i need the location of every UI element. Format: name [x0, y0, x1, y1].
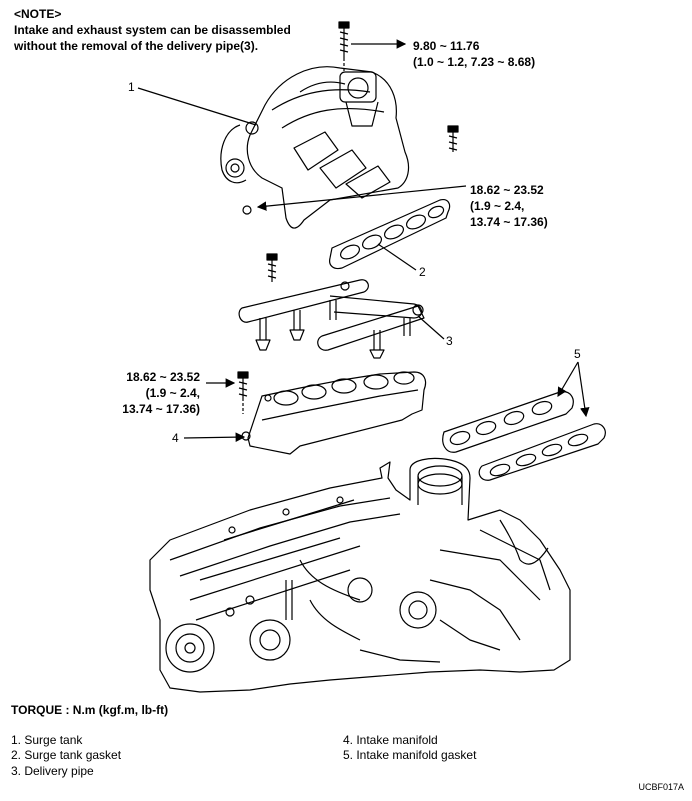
- torque-2-line-1: 18.62 ~ 23.52: [470, 183, 544, 197]
- legend-title: TORQUE : N.m (kgf.m, lb-ft): [11, 703, 169, 717]
- intake-manifold-gaskets: [442, 391, 606, 481]
- callout-2: 2: [419, 265, 426, 279]
- torque-2-line-2: (1.9 ~ 2.4,: [470, 199, 525, 213]
- surge-tank-gasket: [329, 199, 451, 270]
- note-line-2: without the removal of the delivery pipe…: [14, 39, 259, 53]
- callout-1: 1: [128, 80, 135, 94]
- bolt-1: [338, 21, 350, 72]
- legend-item-3: 3. Delivery pipe: [11, 764, 94, 778]
- torque-label-intake-manifold: 18.62 ~ 23.52 (1.9 ~ 2.4, 13.74 ~ 17.36): [94, 369, 200, 417]
- torque-3-line-2: (1.9 ~ 2.4,: [145, 386, 200, 400]
- legend-item-1: 1. Surge tank: [11, 733, 83, 747]
- torque-1-line-1: 9.80 ~ 11.76: [413, 39, 480, 53]
- engine-block: [149, 457, 571, 693]
- legend-item-2: 2. Surge tank gasket: [11, 748, 122, 762]
- callout-5: 5: [574, 347, 581, 361]
- figure-id: UCBF017A: [638, 782, 684, 792]
- delivery-pipe: [238, 279, 425, 359]
- torque-3-line-1: 18.62 ~ 23.52: [126, 370, 200, 384]
- bolt-2: [447, 125, 459, 152]
- torque-label-surge-tank: 18.62 ~ 23.52 (1.9 ~ 2.4, 13.74 ~ 17.36): [470, 182, 548, 230]
- callout-3: 3: [446, 334, 453, 348]
- note-line-1: Intake and exhaust system can be disasse…: [14, 23, 291, 37]
- torque-2-line-3: 13.74 ~ 17.36): [470, 215, 548, 229]
- torque-3-line-3: 13.74 ~ 17.36): [122, 402, 200, 416]
- bolt-3: [266, 253, 278, 282]
- note-heading: <NOTE>: [14, 7, 62, 21]
- legend-item-4: 4. Intake manifold: [343, 733, 438, 747]
- bolt-4: [237, 371, 249, 414]
- torque-1-line-2: (1.0 ~ 1.2, 7.23 ~ 8.68): [413, 55, 536, 69]
- intake-manifold: [241, 371, 427, 455]
- surge-tank: [220, 66, 410, 229]
- torque-label-bolt-1: 9.80 ~ 11.76 (1.0 ~ 1.2, 7.23 ~ 8.68): [413, 38, 535, 70]
- callout-4: 4: [172, 431, 179, 445]
- legend-item-5: 5. Intake manifold gasket: [343, 748, 477, 762]
